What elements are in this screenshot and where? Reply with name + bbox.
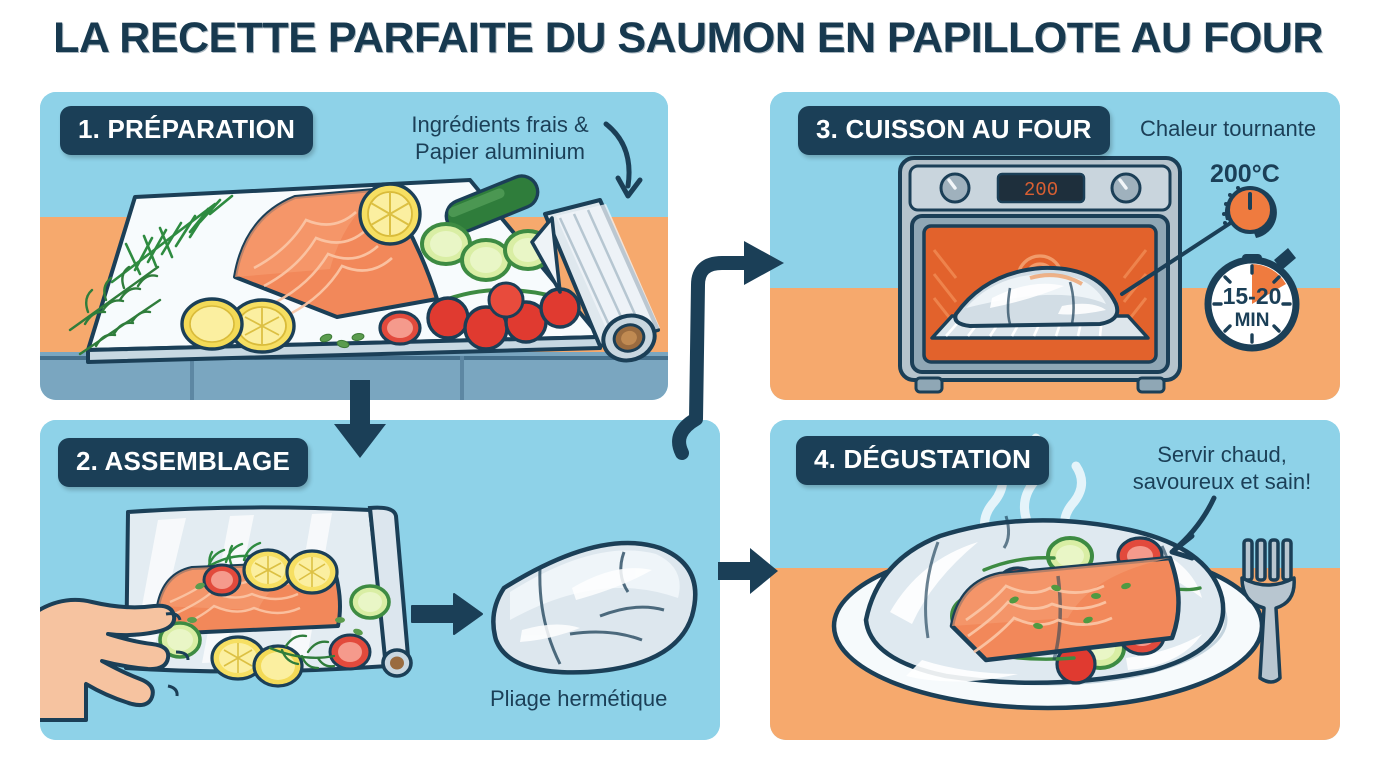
arrow-step2-to-step3: [660, 225, 790, 460]
hand-icon: [40, 597, 190, 722]
step-chip-assemblage: 2. ASSEMBLAGE: [58, 438, 309, 487]
panel-cuisson-au-four: 200: [770, 92, 1340, 400]
arrow-step2-to-step4: [718, 548, 778, 594]
annotation-degustation: Servir chaud, savoureux et sain!: [1132, 442, 1312, 494]
inner-arrow-icon: [411, 593, 483, 635]
temperature-label: 200°C: [1210, 160, 1280, 188]
step-chip-preparation: 1. PRÉPARATION: [60, 106, 314, 155]
annotation-preparation: Ingrédients frais & Papier aluminium: [411, 112, 589, 164]
foil-roll-icon: [530, 198, 660, 363]
assemblage-scene-illustration: [40, 505, 698, 722]
page-title: LA RECETTE PARFAITE DU SAUMON EN PAPILLO…: [53, 14, 1323, 62]
timer-icon: 15-20 MIN: [1204, 248, 1300, 352]
step-chip-degustation: 4. DÉGUSTATION: [796, 436, 1050, 485]
oven-scene-illustration: 200: [898, 156, 1300, 394]
oven-display-value: 200: [1024, 179, 1058, 201]
annotation-arrow-icon: [603, 121, 643, 199]
foil-packet-icon: [491, 540, 698, 675]
timer-unit-text: MIN: [1235, 310, 1270, 331]
preparation-scene-illustration: [68, 121, 660, 364]
annotation-chaleur-tournante: Chaleur tournante: [1140, 116, 1317, 141]
panel-assemblage: 2. ASSEMBLAGE Pliage hermétique: [40, 420, 720, 740]
timer-value-text: 15-20: [1223, 283, 1282, 309]
degustation-scene-illustration: [831, 433, 1296, 711]
annotation-arrow-icon: [1169, 495, 1217, 561]
panel-preparation: 1. PRÉPARATION Ingrédients frais & Papie…: [40, 92, 668, 400]
temperature-knob-icon: [1222, 186, 1277, 238]
panel-degustation: 4. DÉGUSTATION Servir chaud, savoureux e…: [770, 420, 1340, 740]
arrow-step1-to-step2: [330, 380, 390, 460]
caption-pliage-hermetique: Pliage hermétique: [490, 686, 668, 711]
fork-icon: [1240, 538, 1296, 684]
step-chip-cuisson: 3. CUISSON AU FOUR: [798, 106, 1110, 155]
